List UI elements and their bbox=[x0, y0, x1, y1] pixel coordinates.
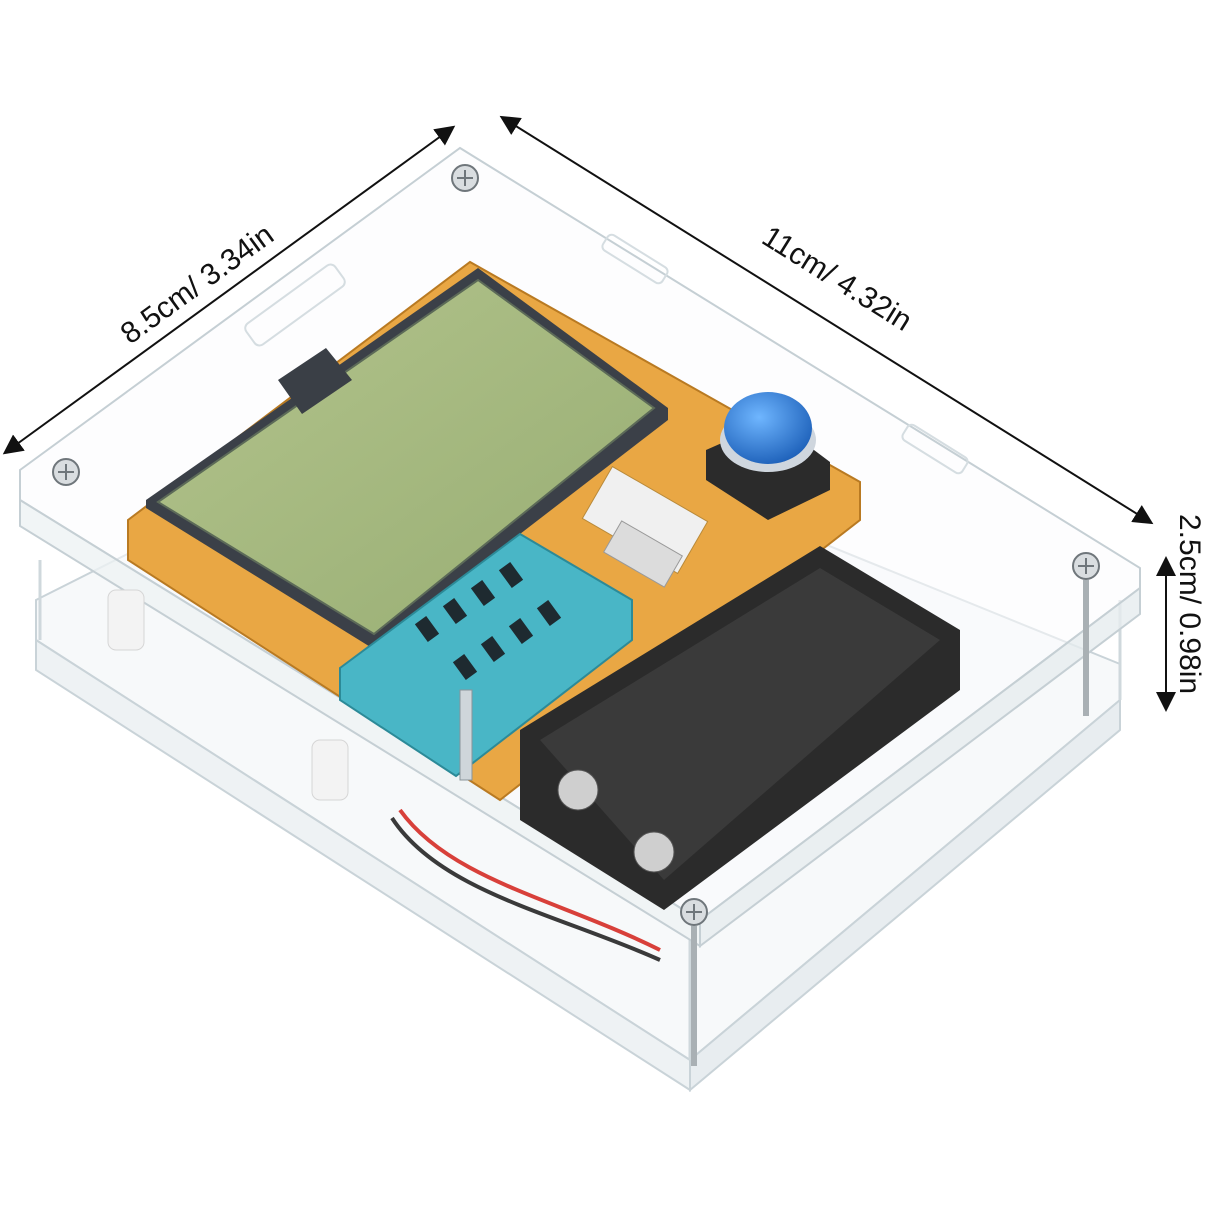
screw-slots bbox=[58, 170, 1094, 920]
component-pads bbox=[581, 465, 709, 588]
zif-socket bbox=[339, 532, 633, 781]
battery-wires bbox=[390, 808, 661, 962]
standoffs bbox=[107, 589, 349, 801]
battery-holder bbox=[520, 546, 960, 910]
dimension-arrows bbox=[2, 115, 1176, 712]
length-dimension-label: 11cm/ 4.32in bbox=[756, 220, 917, 338]
height-dimension-label: 2.5cm/ 0.98in bbox=[1173, 514, 1206, 694]
screw-shafts bbox=[691, 580, 1089, 1066]
test-button bbox=[706, 392, 830, 520]
corner-screws bbox=[52, 164, 1100, 926]
lcd-display bbox=[146, 268, 668, 648]
